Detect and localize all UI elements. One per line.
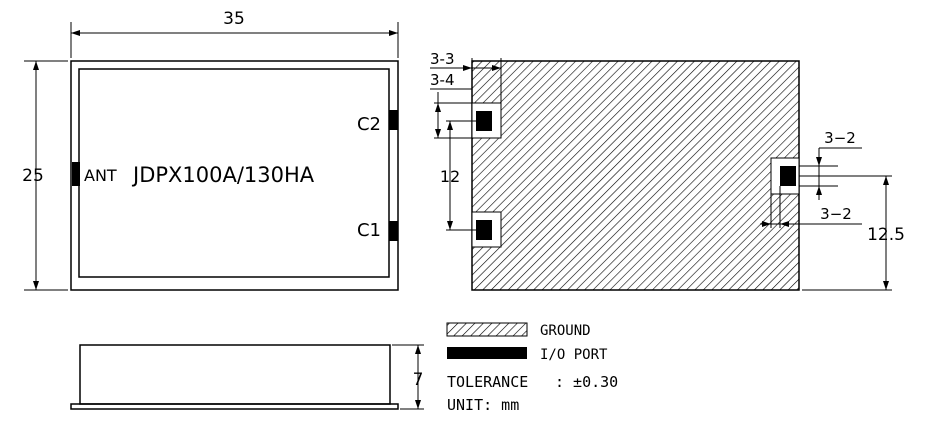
- pad-right: [780, 166, 796, 186]
- port-label-ant: ANT: [84, 166, 117, 185]
- bottom-view: 3-3 3-4 12 3−2 3−2: [430, 50, 905, 291]
- side-height-label: 7: [413, 370, 424, 390]
- top-view: 35 25 ANT JDPX100A/130HA C2 C1: [22, 9, 399, 291]
- c1-pin: [389, 221, 398, 241]
- width-dimension-label: 35: [223, 9, 245, 29]
- dimension-12-5: 12.5: [867, 225, 905, 245]
- unit-label: UNIT: mm: [447, 396, 519, 414]
- ground-plane: [471, 60, 800, 291]
- port-label-c1: C1: [357, 220, 381, 241]
- legend-ground-label: GROUND: [540, 323, 591, 339]
- c2-pin: [389, 110, 398, 130]
- io-port-swatch: [447, 347, 527, 359]
- legend: GROUND I/O PORT TOLERANCE : ±0.30 UNIT: …: [446, 322, 618, 414]
- ant-pin: [72, 162, 80, 186]
- legend-io-port-label: I/O PORT: [540, 347, 608, 363]
- side-view-body: [79, 344, 391, 405]
- dimension-3-2-top: 3−2: [824, 129, 856, 147]
- port-label-c2: C2: [357, 114, 381, 135]
- side-view: 7: [70, 344, 424, 410]
- tolerance-label: TOLERANCE: [447, 373, 528, 391]
- dimension-12: 12: [440, 167, 460, 186]
- side-view-base: [70, 403, 399, 410]
- ground-swatch: [446, 322, 528, 337]
- tolerance-value: : ±0.30: [555, 373, 618, 391]
- dimension-3-2-bottom: 3−2: [820, 205, 852, 223]
- dimension-3-3: 3-3: [430, 50, 455, 68]
- dimension-3-4: 3-4: [430, 71, 455, 89]
- height-dimension-label: 25: [22, 166, 44, 186]
- model-number: JDPX100A/130HA: [131, 163, 315, 187]
- top-view-outer-body: [70, 60, 399, 291]
